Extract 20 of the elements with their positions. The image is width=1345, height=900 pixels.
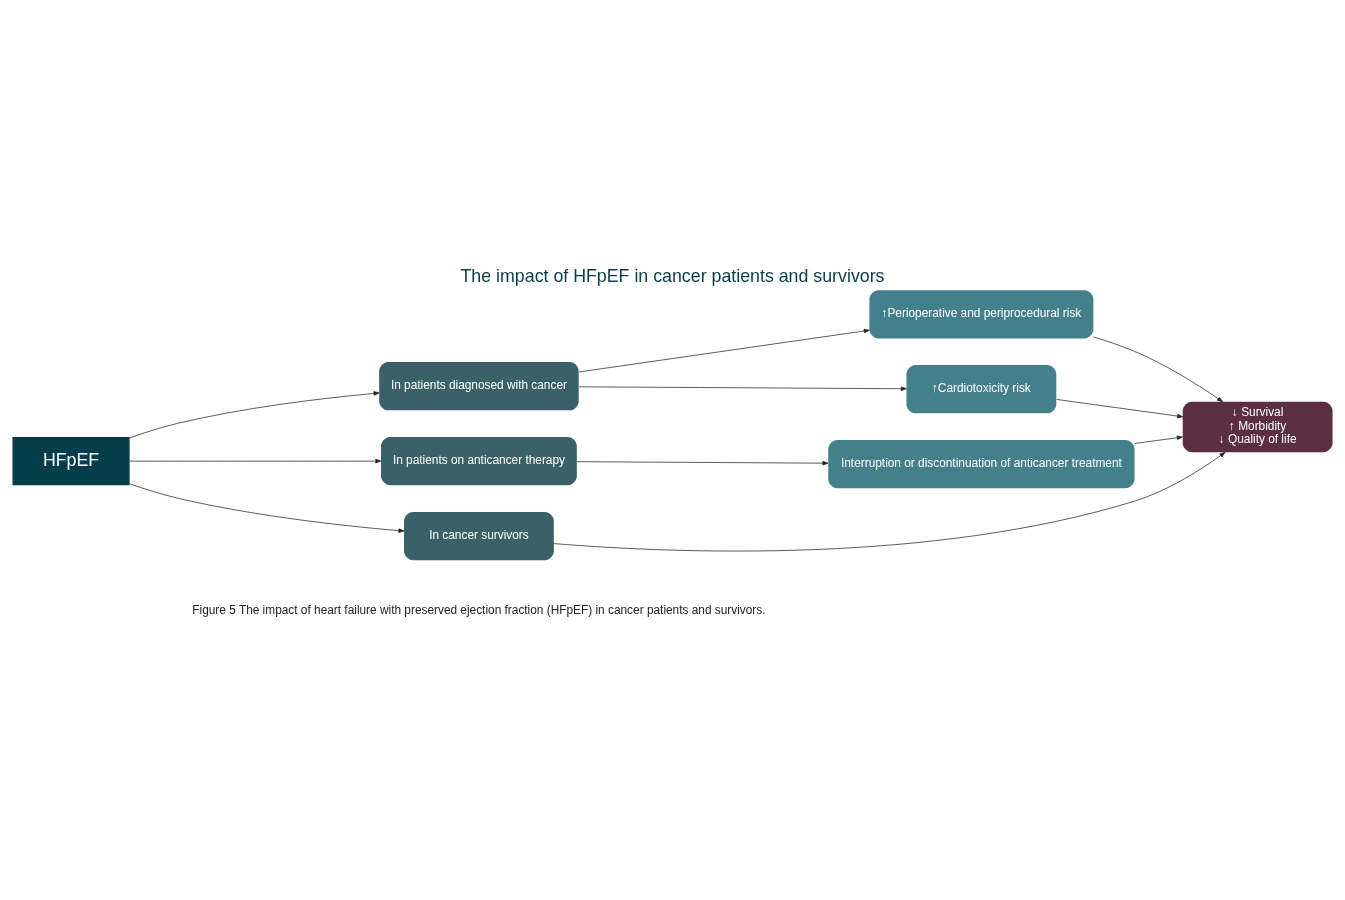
arrow: [576, 460, 829, 466]
node-box: ↓ Survival ↑ Morbidity ↓ Quality of life: [1182, 401, 1333, 453]
node-box: In patients on anticancer therapy: [381, 437, 577, 486]
arrow: [129, 458, 382, 464]
arrow: [129, 483, 405, 533]
node-box: In cancer survivors: [404, 511, 554, 561]
arrow: [1134, 435, 1183, 444]
arrow: [578, 386, 907, 391]
node-box: HFpEF: [12, 437, 130, 486]
node-box: ↑Perioperative and periprocedural risk: [869, 290, 1094, 339]
diagram-title: The impact of HFpEF in cancer patients and survivors: [460, 266, 885, 287]
node-box: In patients diagnosed with cancer: [379, 362, 579, 411]
arrow: [578, 328, 870, 373]
arrow: [129, 391, 380, 439]
node-box: Interruption or discontinuation of anticancer treatment: [828, 440, 1135, 489]
node-box: ↑Cardiotoxicity risk: [906, 365, 1057, 414]
arrow: [1093, 336, 1223, 403]
arrow: [553, 452, 1226, 552]
caption: Figure 5 The impact of heart failure with preserved ejection fraction (HFpEF) in cancer patients and survivors.: [192, 602, 766, 617]
arrow: [1056, 399, 1184, 419]
